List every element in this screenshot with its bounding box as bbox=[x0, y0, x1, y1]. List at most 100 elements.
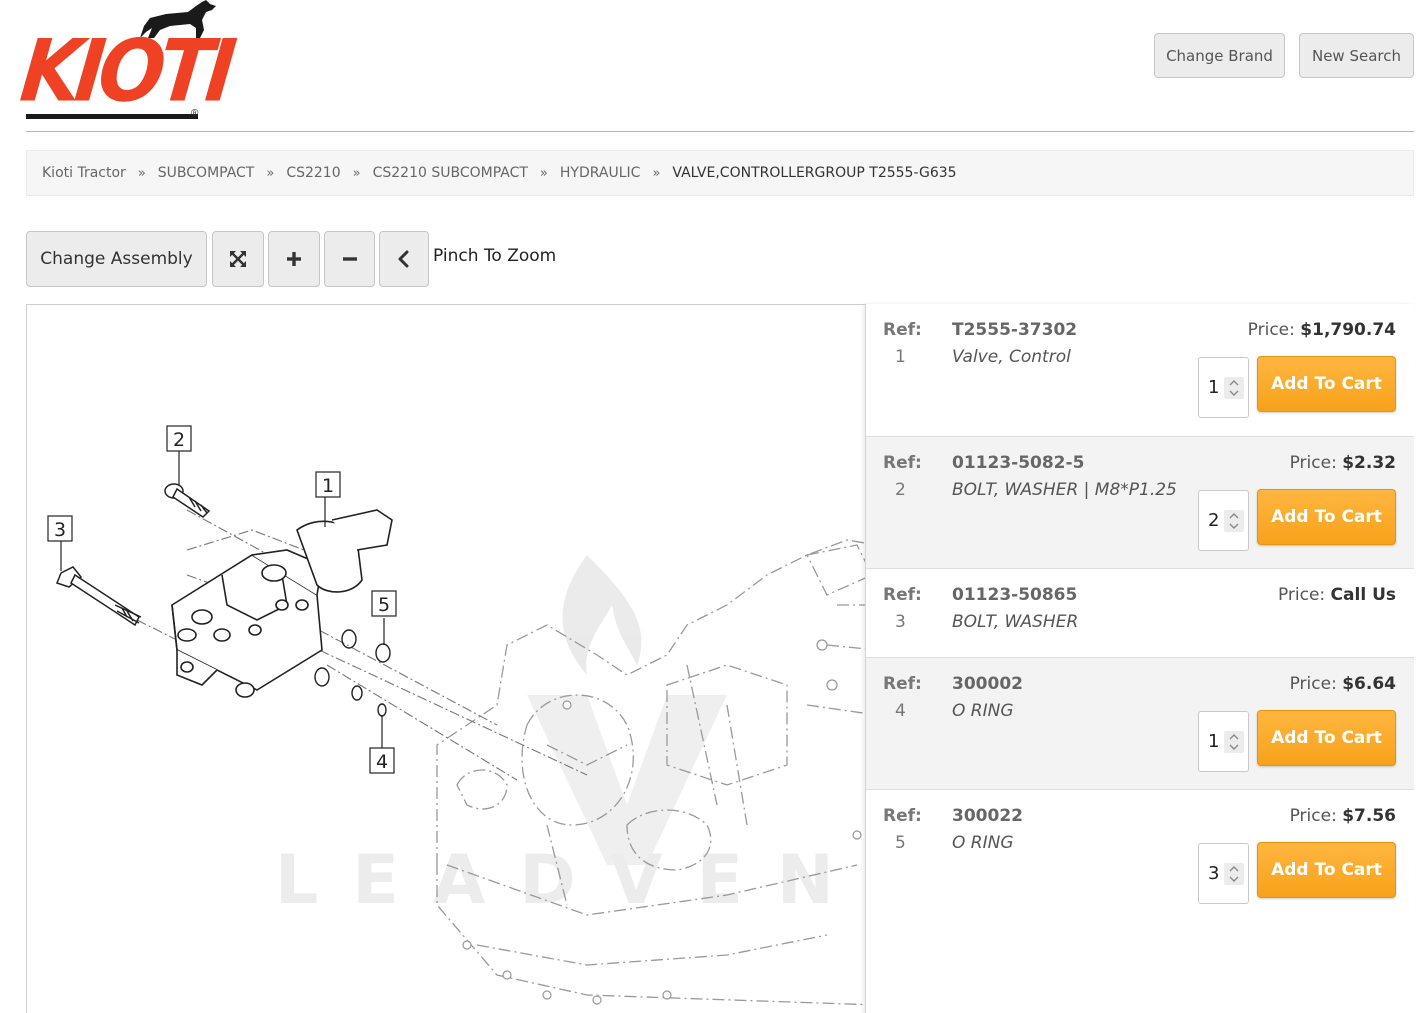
ref-number: 2 bbox=[895, 480, 906, 500]
ref-label: Ref: bbox=[883, 453, 922, 473]
add-to-cart-button[interactable]: Add To Cart bbox=[1257, 710, 1396, 766]
quantity-spinner[interactable] bbox=[1224, 863, 1244, 885]
part-row: Ref: 1 T2555-37302 Valve, Control Price:… bbox=[866, 304, 1414, 437]
pinch-to-zoom-label: Pinch To Zoom bbox=[433, 246, 557, 266]
expand-icon bbox=[230, 251, 246, 267]
part-number[interactable]: 300002 bbox=[952, 674, 1023, 694]
logo-underline bbox=[26, 114, 198, 119]
part-price: Price: Call Us bbox=[1278, 585, 1396, 605]
price-label: Price: bbox=[1289, 453, 1337, 473]
price-label: Price: bbox=[1277, 585, 1326, 605]
svg-text:5: 5 bbox=[378, 594, 390, 616]
part-price: Price: $2.32 bbox=[1290, 453, 1396, 473]
part-price: Price: $1,790.74 bbox=[1248, 320, 1396, 340]
parts-list-panel: Ref: 1 T2555-37302 Valve, Control Price:… bbox=[865, 304, 1414, 1013]
spinner-arrows-icon bbox=[1229, 734, 1239, 750]
quantity-stepper[interactable]: 1 bbox=[1198, 357, 1249, 418]
quantity-stepper[interactable]: 2 bbox=[1198, 490, 1249, 551]
part-number[interactable]: 01123-50865 bbox=[952, 585, 1078, 605]
part-price: Price: $6.64 bbox=[1290, 674, 1396, 694]
new-search-button[interactable]: New Search bbox=[1299, 33, 1414, 78]
header-divider bbox=[26, 131, 1414, 132]
logo-wordmark: KIOTI bbox=[16, 22, 235, 122]
quantity-value: 1 bbox=[1208, 377, 1220, 398]
price-label: Price: bbox=[1289, 674, 1337, 694]
part-description: O RING bbox=[952, 833, 1014, 853]
breadcrumb-separator-icon: » bbox=[539, 165, 548, 181]
change-brand-button[interactable]: Change Brand bbox=[1154, 33, 1285, 78]
breadcrumb-separator-icon: » bbox=[352, 165, 361, 181]
breadcrumb-item-current: VALVE,CONTROLLERGROUP T2555-G635 bbox=[672, 165, 957, 181]
part-description: Valve, Control bbox=[952, 347, 1071, 367]
part-3-bolt bbox=[56, 566, 142, 627]
breadcrumb-item-cs2210[interactable]: CS2210 bbox=[286, 165, 341, 181]
price-value: $2.32 bbox=[1342, 453, 1396, 473]
breadcrumb-separator-icon: » bbox=[137, 165, 146, 181]
breadcrumb: Kioti Tractor » SUBCOMPACT » CS2210 » CS… bbox=[26, 150, 1414, 196]
callout-4[interactable]: 4 bbox=[369, 747, 395, 774]
part-price: Price: $7.56 bbox=[1290, 806, 1396, 826]
part-row: Ref: 5 300022 O RING Price: $7.56 3 Add … bbox=[866, 790, 1414, 922]
o-rings bbox=[314, 629, 391, 717]
spinner-arrows-icon bbox=[1229, 866, 1239, 882]
add-to-cart-button[interactable]: Add To Cart bbox=[1257, 356, 1396, 412]
svg-text:1: 1 bbox=[322, 475, 334, 497]
quantity-spinner[interactable] bbox=[1224, 510, 1244, 532]
callout-2[interactable]: 2 bbox=[166, 425, 192, 452]
svg-text:2: 2 bbox=[173, 429, 185, 451]
breadcrumb-item-subcompact[interactable]: SUBCOMPACT bbox=[157, 165, 255, 181]
part-number[interactable]: 01123-5082-5 bbox=[952, 453, 1085, 473]
part-number[interactable]: 300022 bbox=[952, 806, 1023, 826]
callout-3[interactable]: 3 bbox=[47, 515, 73, 542]
quantity-value: 2 bbox=[1208, 510, 1220, 531]
kioti-logo[interactable]: KIOTI ® bbox=[16, 0, 235, 124]
breadcrumb-item-kioti-tractor[interactable]: Kioti Tractor bbox=[42, 165, 126, 181]
svg-text:3: 3 bbox=[54, 519, 66, 541]
back-button[interactable] bbox=[379, 231, 429, 287]
ref-label: Ref: bbox=[883, 585, 922, 605]
ref-number: 4 bbox=[895, 701, 906, 721]
zoom-out-button[interactable] bbox=[324, 231, 375, 287]
callout-5[interactable]: 5 bbox=[371, 590, 397, 617]
logo-registered-mark: ® bbox=[191, 108, 199, 119]
part-number[interactable]: T2555-37302 bbox=[952, 320, 1078, 340]
quantity-stepper[interactable]: 3 bbox=[1198, 843, 1249, 904]
price-value: $7.56 bbox=[1342, 806, 1396, 826]
part-description: BOLT, WASHER bbox=[952, 612, 1079, 632]
plus-icon bbox=[287, 252, 301, 266]
add-to-cart-button[interactable]: Add To Cart bbox=[1257, 842, 1396, 898]
part-2-bolt bbox=[164, 483, 211, 518]
add-to-cart-button[interactable]: Add To Cart bbox=[1257, 489, 1396, 545]
fullscreen-button[interactable] bbox=[212, 231, 264, 287]
price-value: Call Us bbox=[1330, 585, 1396, 605]
part-1-control-valve bbox=[171, 509, 393, 698]
change-assembly-button[interactable]: Change Assembly bbox=[26, 231, 207, 287]
quantity-spinner[interactable] bbox=[1224, 377, 1244, 399]
quantity-stepper[interactable]: 1 bbox=[1198, 711, 1249, 772]
part-description: O RING bbox=[952, 701, 1014, 721]
ref-label: Ref: bbox=[883, 320, 922, 340]
ref-number: 3 bbox=[895, 612, 906, 632]
breadcrumb-separator-icon: » bbox=[266, 165, 275, 181]
ref-label: Ref: bbox=[883, 674, 922, 694]
breadcrumb-separator-icon: » bbox=[652, 165, 661, 181]
callout-leaders bbox=[60, 451, 385, 748]
breadcrumb-item-hydraulic[interactable]: HYDRAULIC bbox=[559, 165, 641, 181]
quantity-spinner[interactable] bbox=[1224, 731, 1244, 753]
spinner-arrows-icon bbox=[1229, 513, 1239, 529]
breadcrumb-item-cs2210-subcompact[interactable]: CS2210 SUBCOMPACT bbox=[372, 165, 528, 181]
price-value: $6.64 bbox=[1342, 674, 1396, 694]
quantity-value: 1 bbox=[1208, 731, 1220, 752]
zoom-in-button[interactable] bbox=[268, 231, 320, 287]
callout-1[interactable]: 1 bbox=[315, 471, 341, 498]
ref-number: 1 bbox=[895, 347, 906, 367]
part-description: BOLT, WASHER | M8*P1.25 bbox=[952, 480, 1177, 500]
part-row: Ref: 4 300002 O RING Price: $6.64 1 Add … bbox=[866, 658, 1414, 790]
minus-icon bbox=[342, 257, 357, 261]
price-label: Price: bbox=[1247, 320, 1295, 340]
housing-outline bbox=[436, 539, 878, 1006]
housing-bolt-holes bbox=[462, 639, 862, 1005]
ref-number: 5 bbox=[895, 833, 906, 853]
part-row: Ref: 3 01123-50865 BOLT, WASHER Price: C… bbox=[866, 569, 1414, 658]
dog-logo-icon bbox=[140, 0, 216, 38]
